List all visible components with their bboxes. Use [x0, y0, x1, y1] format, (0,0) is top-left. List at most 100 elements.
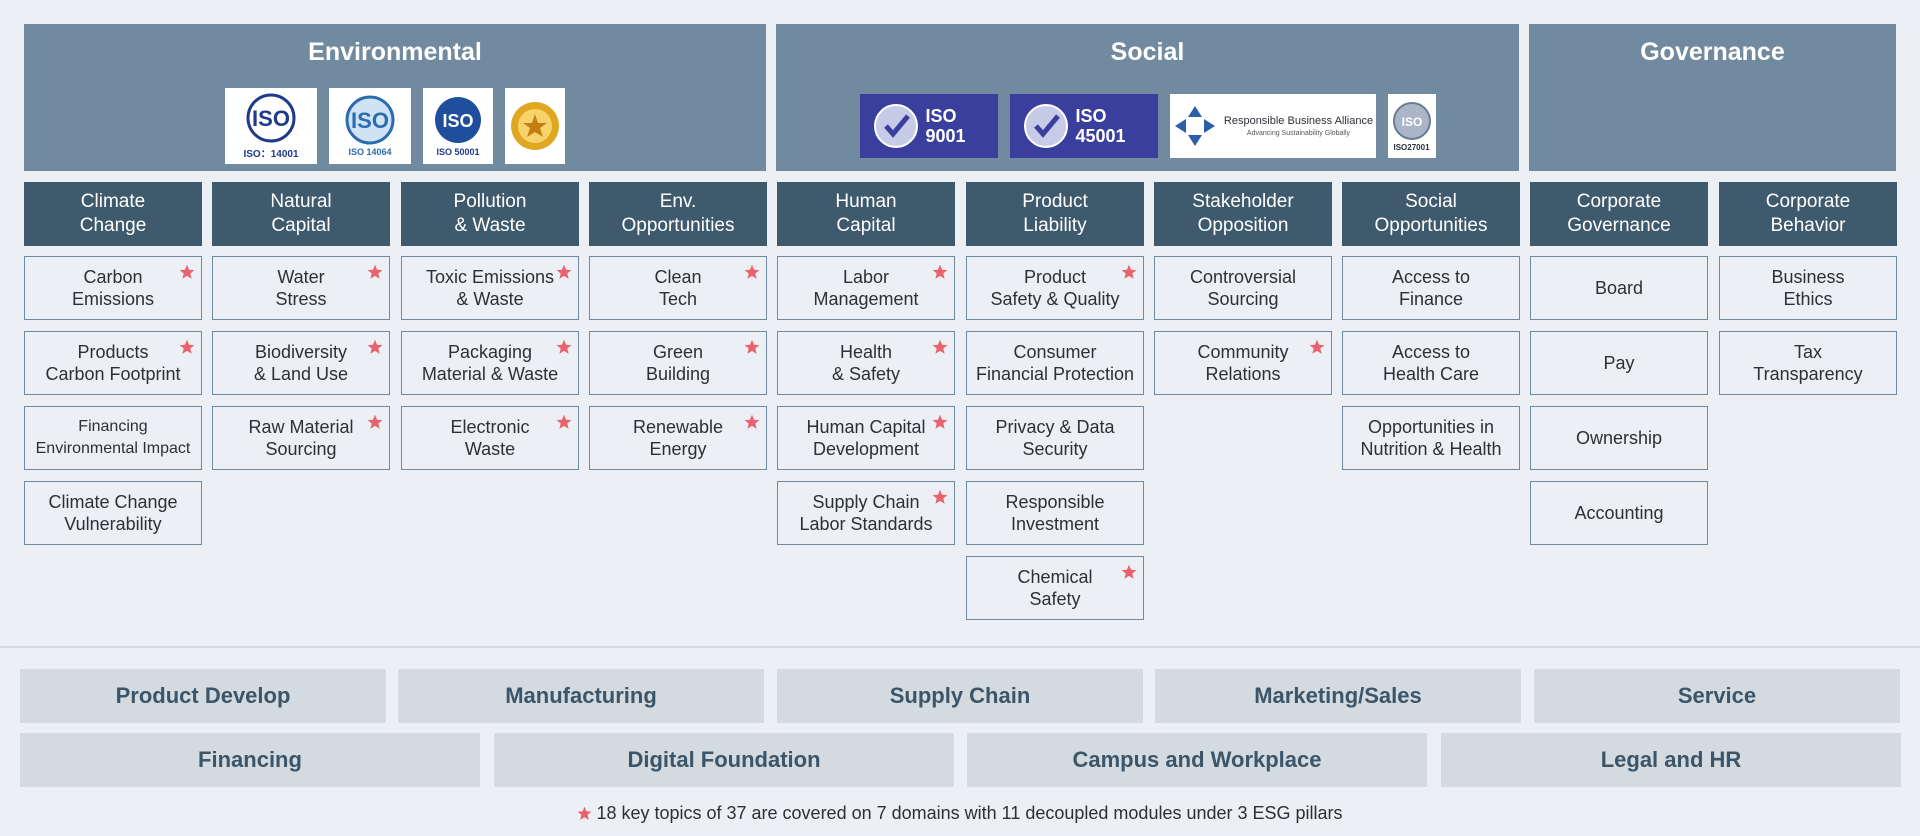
topic-label: Responsible Investment: [1005, 492, 1105, 534]
topic-box: Supply Chain Labor Standards: [777, 481, 955, 545]
topic-label: Product Safety & Quality: [990, 267, 1120, 309]
category-header: Env. Opportunities: [589, 182, 767, 246]
topic-box: Electronic Waste: [401, 406, 579, 470]
topic-label: Green Building: [645, 342, 711, 384]
star-icon: [577, 806, 592, 820]
topic-label: Carbon Emissions: [71, 267, 155, 309]
footnote: 18 key topics of 37 are covered on 7 dom…: [0, 800, 1920, 826]
topic-label: Pay: [1603, 353, 1635, 373]
topic-label: Supply Chain Labor Standards: [799, 492, 933, 534]
topic-box: Clean Tech: [589, 256, 767, 320]
topic-label: Access to Finance: [1391, 267, 1471, 309]
category-header: Corporate Behavior: [1719, 182, 1897, 246]
topic-label: Board: [1594, 278, 1644, 298]
topic-box: Chemical Safety: [966, 556, 1144, 620]
rba-logo: Responsible Business Alliance Advancing …: [1169, 94, 1376, 158]
star-icon: [744, 263, 760, 279]
iso-9001-logo: ISO 9001: [859, 94, 998, 158]
topic-label: Biodiversity & Land Use: [253, 342, 349, 384]
topic-box: Human Capital Development: [777, 406, 955, 470]
topic-box: Opportunities in Nutrition & Health: [1342, 406, 1520, 470]
star-icon: [556, 338, 572, 354]
topic-box: Access to Finance: [1342, 256, 1520, 320]
topic-box: Renewable Energy: [589, 406, 767, 470]
topic-box: Product Safety & Quality: [966, 256, 1144, 320]
pillar-environmental: Environmental ISO ISO：14001 ISO ISO 1406…: [24, 24, 766, 171]
topic-box: Financing Environmental Impact: [24, 406, 202, 470]
topic-label: Privacy & Data Security: [995, 417, 1115, 459]
topic-label: Electronic Waste: [450, 417, 530, 459]
topic-label: Toxic Emissions & Waste: [425, 267, 555, 309]
gold-seal-logo: [505, 88, 565, 164]
category-header: Product Liability: [966, 182, 1144, 246]
topic-label: Financing Environmental Impact: [35, 418, 191, 457]
star-icon: [744, 338, 760, 354]
logo-row: ISO 9001 ISO 45001 Responsible Business …: [776, 86, 1519, 166]
topic-label: Labor Management: [813, 267, 919, 309]
star-icon: [179, 338, 195, 354]
divider: [0, 646, 1920, 648]
category-header: Corporate Governance: [1530, 182, 1708, 246]
star-icon: [932, 263, 948, 279]
category-header: Pollution & Waste: [401, 182, 579, 246]
topic-label: Human Capital Development: [806, 417, 926, 459]
topic-label: Tax Transparency: [1753, 342, 1863, 384]
topic-label: Controversial Sourcing: [1189, 267, 1297, 309]
topic-box: Controversial Sourcing: [1154, 256, 1332, 320]
topic-box: Carbon Emissions: [24, 256, 202, 320]
topic-label: Accounting: [1574, 503, 1664, 523]
topic-box: Climate Change Vulnerability: [24, 481, 202, 545]
function-module: Service: [1534, 669, 1900, 723]
topic-box: Water Stress: [212, 256, 390, 320]
star-icon: [367, 338, 383, 354]
topic-box: Community Relations: [1154, 331, 1332, 395]
star-icon: [556, 413, 572, 429]
topic-label: Business Ethics: [1771, 267, 1845, 309]
topic-label: Ownership: [1575, 428, 1663, 448]
topic-label: Chemical Safety: [1017, 567, 1093, 609]
star-icon: [179, 263, 195, 279]
topic-box: Tax Transparency: [1719, 331, 1897, 395]
topic-label: Access to Health Care: [1382, 342, 1480, 384]
topic-label: Clean Tech: [654, 267, 702, 309]
logo-row: ISO ISO：14001 ISO ISO 14064 ISO ISO 5000…: [24, 86, 766, 166]
topic-label: Renewable Energy: [632, 417, 724, 459]
topic-box: Labor Management: [777, 256, 955, 320]
topic-box: Products Carbon Footprint: [24, 331, 202, 395]
topic-label: Climate Change Vulnerability: [48, 492, 178, 534]
topic-box: Toxic Emissions & Waste: [401, 256, 579, 320]
star-icon: [744, 413, 760, 429]
topic-label: Consumer Financial Protection: [975, 342, 1135, 384]
star-icon: [1309, 338, 1325, 354]
topic-box: Board: [1530, 256, 1708, 320]
function-module: Campus and Workplace: [967, 733, 1427, 787]
category-header: Climate Change: [24, 182, 202, 246]
footnote-text: 18 key topics of 37 are covered on 7 dom…: [596, 802, 1343, 823]
pillar-title: Environmental: [308, 38, 482, 66]
topic-label: Raw Material Sourcing: [248, 417, 354, 459]
category-header: Social Opportunities: [1342, 182, 1520, 246]
iso-27001-logo: ISO ISO27001: [1387, 94, 1436, 158]
topic-label: Health & Safety: [831, 342, 901, 384]
category-header: Natural Capital: [212, 182, 390, 246]
topic-box: Green Building: [589, 331, 767, 395]
iso-14001-logo: ISO ISO：14001: [225, 88, 317, 164]
topic-box: Pay: [1530, 331, 1708, 395]
star-icon: [556, 263, 572, 279]
function-module: Product Develop: [20, 669, 386, 723]
star-icon: [1121, 563, 1137, 579]
iso-50001-logo: ISO ISO 50001: [423, 88, 493, 164]
topic-label: Products Carbon Footprint: [45, 342, 181, 384]
pillar-title: Governance: [1640, 38, 1785, 66]
category-header: Human Capital: [777, 182, 955, 246]
svg-text:ISO: ISO: [442, 111, 473, 131]
topic-box: Packaging Material & Waste: [401, 331, 579, 395]
topic-box: Raw Material Sourcing: [212, 406, 390, 470]
topic-box: Responsible Investment: [966, 481, 1144, 545]
topic-label: Water Stress: [275, 267, 327, 309]
topic-box: Consumer Financial Protection: [966, 331, 1144, 395]
svg-text:ISO: ISO: [351, 108, 389, 133]
star-icon: [932, 488, 948, 504]
topic-box: Ownership: [1530, 406, 1708, 470]
pillar-title: Social: [1110, 38, 1185, 66]
